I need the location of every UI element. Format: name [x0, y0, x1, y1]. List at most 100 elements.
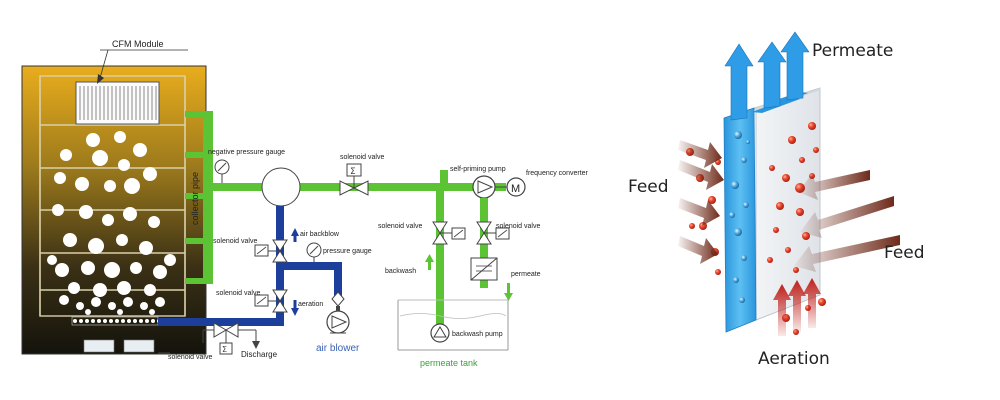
bubble: [104, 180, 116, 192]
discharge-label: Discharge: [241, 350, 278, 359]
red-droplet: [793, 267, 799, 273]
aeration-title: Aeration: [758, 349, 830, 369]
bubble: [91, 297, 101, 307]
red-droplet: [799, 157, 805, 163]
bubble: [148, 216, 160, 228]
blue-droplet: [731, 181, 739, 189]
bubble: [164, 254, 176, 266]
bubble: [60, 149, 72, 161]
bubble: [123, 207, 137, 221]
solenoid-valve-discharge-label: solenoid valve: [168, 354, 212, 361]
blue-droplet: [741, 157, 747, 163]
bubble: [85, 309, 91, 315]
feed-arrows-right: [794, 170, 900, 272]
self-priming-pump-label: self-priming pump: [450, 166, 506, 173]
air-bubbles: [47, 131, 176, 315]
frequency-converter-label: frequency converter: [526, 170, 589, 177]
permeate-droplets: [729, 131, 750, 303]
permeate-title: Permeate: [812, 41, 893, 61]
feed-right-label: Feed: [884, 243, 925, 263]
bubble: [92, 150, 108, 166]
bubble: [153, 265, 167, 279]
solenoid-valve-top-label: solenoid valve: [340, 154, 384, 161]
motor-symbol: M: [511, 183, 520, 195]
bubble: [102, 214, 114, 226]
bubble: [140, 302, 148, 310]
blue-droplet: [734, 131, 742, 139]
aeration-pipe: [158, 318, 284, 326]
red-droplet: [808, 122, 816, 130]
bubble: [75, 177, 89, 191]
bubble: [47, 255, 57, 265]
permeate-label: permeate: [511, 271, 541, 278]
aeration-arrows: [773, 278, 821, 336]
bubble: [123, 297, 133, 307]
bubble: [76, 302, 84, 310]
bubble: [118, 159, 130, 171]
blue-droplet: [729, 212, 735, 218]
red-droplet: [769, 165, 775, 171]
red-droplet: [788, 136, 796, 144]
red-droplet: [782, 174, 790, 182]
bubble: [130, 262, 142, 274]
backwash-label: backwash: [385, 268, 416, 275]
air-blower-icon: [326, 306, 350, 334]
bubble: [124, 178, 140, 194]
bubble: [116, 234, 128, 246]
blue-droplet: [733, 277, 739, 283]
backwash-pump-label: backwash pump: [452, 331, 503, 338]
bubble: [68, 282, 80, 294]
process-flow-diagram: CFM Module collector pipe negative press…: [21, 39, 589, 368]
bubble: [108, 302, 116, 310]
feed-arrows-left: [678, 140, 724, 264]
check-valve-icon: [331, 291, 345, 307]
solenoid-valve-backwash-label: solenoid valve: [378, 223, 422, 230]
red-droplet: [708, 196, 716, 204]
tank-foot-right: [123, 339, 155, 353]
red-droplet: [715, 269, 721, 275]
red-droplet: [785, 247, 791, 253]
bubble: [104, 262, 120, 278]
permeate-arrows: [724, 31, 810, 121]
backwash-pipe: [436, 187, 444, 324]
bubble: [55, 263, 69, 277]
header-vessel: [261, 167, 301, 207]
solenoid-valve-backblow-icon: [272, 239, 288, 252]
bubble: [139, 241, 153, 255]
bubble: [155, 297, 165, 307]
frequency-converter-icon: [506, 177, 526, 197]
svg-text:Σ: Σ: [222, 345, 227, 354]
air-blower-label: air blower: [316, 343, 360, 354]
cfm-module: [75, 81, 160, 125]
aeration-label: aeration: [298, 301, 323, 308]
red-droplet: [796, 208, 804, 216]
pressure-gauge-label: pressure gauge: [323, 248, 372, 255]
red-droplet: [773, 227, 779, 233]
collector-pipe: [185, 111, 213, 284]
bubble: [133, 143, 147, 157]
bubble: [114, 131, 126, 143]
permeate-tank: [397, 299, 509, 351]
blue-droplet: [734, 228, 742, 236]
membrane-illustration: Permeate Feed Feed Aeration: [628, 31, 925, 369]
svg-text:Σ: Σ: [350, 167, 356, 177]
red-droplet: [767, 257, 773, 263]
bubble: [117, 281, 131, 295]
bubble: [63, 233, 77, 247]
solenoid-valve-discharge-icon: [213, 322, 227, 338]
bubble: [79, 205, 93, 219]
solenoid-valve-top-icon: [339, 180, 356, 196]
blue-droplet: [741, 255, 747, 261]
bubble: [81, 261, 95, 275]
permeate-header-pipe: [208, 183, 268, 191]
negative-pressure-gauge-label: negative pressure gauge: [208, 149, 285, 156]
bubble: [88, 238, 104, 254]
solenoid-valve-aeration-icon: [272, 289, 288, 302]
solenoid-valve-aeration-label: solenoid valve: [216, 290, 260, 297]
red-droplet: [689, 223, 695, 229]
feed-left-label: Feed: [628, 177, 669, 197]
bubble: [52, 204, 64, 216]
bubble: [93, 283, 107, 297]
permeate-tank-label: permeate tank: [420, 358, 478, 368]
